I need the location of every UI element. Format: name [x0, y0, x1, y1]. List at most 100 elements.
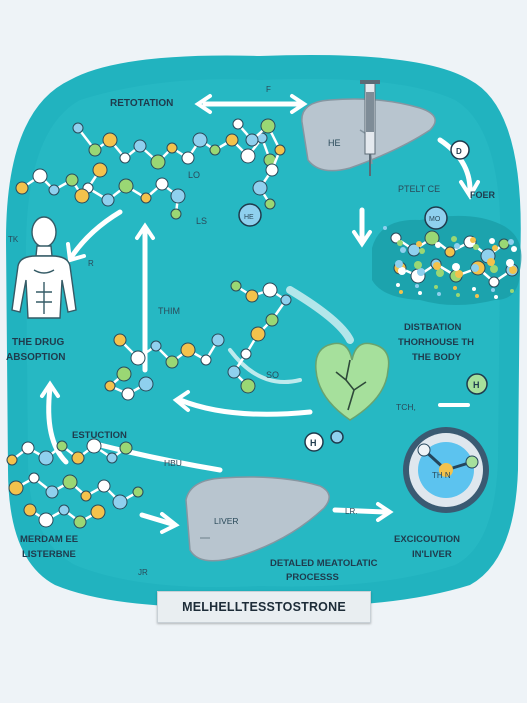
label-so: SO — [266, 370, 279, 380]
label-thn: TH N — [432, 471, 451, 480]
molecule-particle — [435, 242, 441, 248]
detailed-label-line1: DETALED MEATOLATIC — [270, 558, 378, 569]
molecule-particle — [473, 244, 479, 250]
molecule-atom — [170, 188, 186, 204]
molecule-particle — [419, 248, 425, 254]
molecule-atom — [165, 355, 179, 369]
molecule-atom — [130, 350, 146, 366]
molecule-atom — [424, 230, 440, 246]
molecule-atom — [262, 282, 278, 298]
molecule-atom — [88, 143, 102, 157]
molecule-atom — [102, 132, 118, 148]
molecule-atom — [209, 144, 221, 156]
molecule-atom — [32, 168, 48, 184]
distribution-cloud — [372, 215, 522, 305]
molecule-particle — [471, 264, 479, 272]
molecule-atom — [6, 454, 18, 466]
molecule-particle — [414, 261, 422, 269]
molecule-atom — [38, 512, 54, 528]
molecule-atom — [150, 154, 166, 170]
distribution-label-line1: DISTBATION — [404, 322, 461, 333]
label-rotation: RETOTATION — [110, 98, 173, 109]
molecule-particle — [434, 285, 438, 289]
clock-dial-icon — [403, 427, 489, 513]
label-lo: LO — [188, 170, 200, 180]
molecule-atom — [28, 472, 40, 484]
molecule-particle — [452, 263, 460, 271]
molecule-particle — [397, 240, 403, 246]
molecule-atom — [8, 480, 24, 496]
label-for: FOER — [470, 190, 496, 200]
label-d: D — [456, 147, 462, 156]
heart-icon — [315, 342, 390, 421]
molecule-atom — [240, 348, 252, 360]
molecule-particle — [487, 258, 495, 266]
label-h: H — [473, 380, 480, 390]
molecule-atom — [62, 474, 78, 490]
molecule-particle — [472, 287, 476, 291]
label-tk: TK — [8, 235, 19, 244]
molecule-atom — [240, 378, 256, 394]
molecule-particle — [511, 246, 517, 252]
molecule-particle — [396, 283, 400, 287]
molecule-atom — [113, 333, 127, 347]
molecule-particle — [470, 237, 476, 243]
absorption-label-line1: THE DRUG — [12, 337, 64, 348]
molecule-particle — [400, 247, 406, 253]
compound-name-box: MELHELLTESSTOSTRONE — [157, 591, 371, 623]
molecule-atom — [265, 163, 279, 177]
molecule-particle — [494, 295, 498, 299]
molecule-atom — [200, 354, 212, 366]
molecule-atom — [230, 280, 242, 292]
distribution-label-line3: THE BODY — [412, 352, 462, 363]
excretion-label-line2: IN'LIVER — [412, 549, 452, 560]
molecule-particle — [451, 236, 457, 242]
molecule-atom — [118, 178, 134, 194]
label-small-f: F — [266, 85, 271, 94]
molecule-atom — [80, 490, 92, 502]
molecule-atom — [225, 133, 239, 147]
label-tch: TCH, — [396, 402, 416, 412]
molecule-particle — [453, 286, 457, 290]
molecule-atom — [38, 450, 54, 466]
molecule-atom — [15, 181, 29, 195]
label-h2: H — [310, 438, 317, 448]
molecule-atom — [45, 485, 59, 499]
molecule-atom — [245, 133, 259, 147]
molecule-atom — [112, 494, 128, 510]
excretion-label-line1: EXCICOUTION — [394, 534, 460, 545]
molecule-particle — [508, 239, 514, 245]
label-jr: JR — [138, 568, 148, 577]
molecule-atom — [23, 503, 37, 517]
molecule-particle — [437, 292, 441, 296]
molecule-particle — [436, 269, 444, 277]
molecule-particle — [454, 243, 460, 249]
molecule-atom — [227, 365, 241, 379]
molecule-particle — [417, 268, 425, 276]
molecule-atom — [73, 515, 87, 529]
molecule-atom — [140, 192, 152, 204]
molecule-atom — [264, 198, 276, 210]
molecule-atom — [250, 326, 266, 342]
molecule-atom — [180, 342, 196, 358]
molecule-particle — [492, 245, 498, 251]
molecule-atom — [97, 479, 111, 493]
molecule-atom — [132, 486, 144, 498]
label-r: R — [88, 259, 94, 268]
molecule-atom — [245, 289, 259, 303]
molecule-atom — [166, 142, 178, 154]
label-liver: LIVER — [214, 516, 239, 526]
label-lr: LR. — [345, 507, 357, 516]
molecule-particle — [506, 259, 514, 267]
molecule-atom — [488, 276, 500, 288]
molecule-atom — [116, 366, 132, 382]
molecule-atom — [90, 504, 106, 520]
molecule-atom — [211, 333, 225, 347]
molecule-particle — [509, 266, 517, 274]
metabolism-label-line1: MERDAM EE — [20, 534, 78, 545]
molecule-atom — [274, 144, 286, 156]
molecule-atom — [150, 340, 162, 352]
molecule-atom — [265, 313, 279, 327]
molecule-atom — [119, 441, 133, 455]
